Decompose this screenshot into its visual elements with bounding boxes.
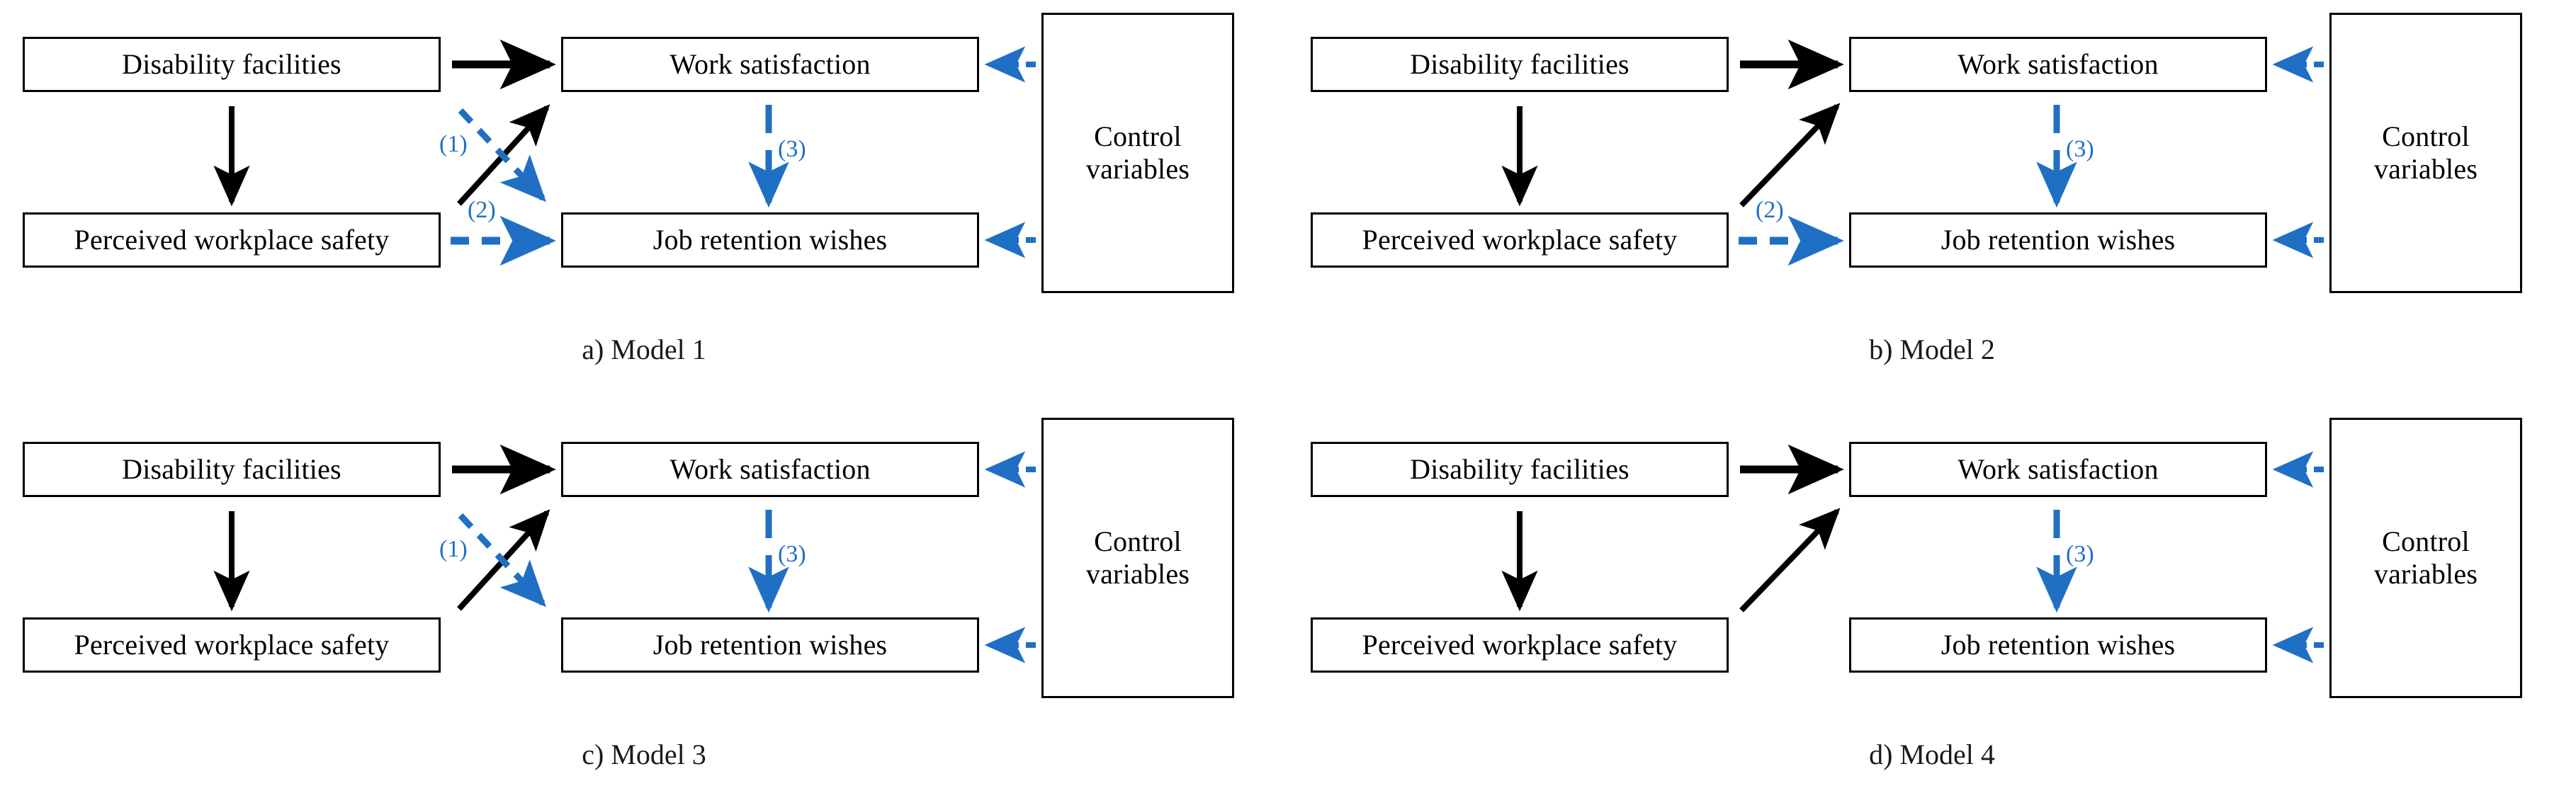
edge-pws-to-ws (1739, 103, 1841, 207)
panel-model-3: Disability facilities Work satisfaction … (0, 405, 1288, 810)
path-label-3: (3) (778, 541, 806, 567)
node-disability-facilities: Disability facilities (23, 442, 441, 497)
path-label-2: (2) (1756, 197, 1784, 223)
panel-caption-a: a) Model 1 (582, 333, 706, 365)
panel-caption-b: b) Model 2 (1869, 333, 1995, 365)
panel-model-4: Disability facilities Work satisfaction … (1288, 405, 2576, 810)
diagram-stage-d: Disability facilities Work satisfaction … (1288, 405, 2576, 810)
node-perceived-workplace-safety: Perceived workplace safety (1311, 212, 1729, 268)
edge-pws-to-ws (1739, 508, 1841, 612)
node-work-satisfaction: Work satisfaction (561, 442, 979, 497)
node-label: Job retention wishes (1941, 629, 2176, 661)
node-label-line2: variables (2373, 153, 2478, 185)
panel-caption-c: c) Model 3 (582, 738, 706, 770)
path-label-1: (1) (439, 536, 468, 562)
path-label-3: (3) (2066, 136, 2094, 162)
diagram-stage-a: Disability facilities Work satisfaction … (0, 0, 1288, 405)
node-label-line2: variables (2373, 558, 2478, 590)
edge-df-to-jrw (458, 513, 546, 608)
node-label-line2: variables (1085, 558, 1190, 590)
node-disability-facilities: Disability facilities (1311, 37, 1729, 92)
node-perceived-workplace-safety: Perceived workplace safety (23, 212, 441, 268)
node-label-line1: Control (2382, 525, 2470, 557)
node-label: Perceived workplace safety (74, 224, 390, 256)
node-label: Work satisfaction (670, 453, 871, 485)
path-label-1: (1) (439, 131, 468, 157)
arrow-layer-c (213, 444, 1036, 663)
node-label: Work satisfaction (1958, 48, 2159, 80)
arrow-layer-b (1501, 39, 2324, 266)
node-label-line2: variables (1085, 153, 1190, 185)
path-label-2: (2) (468, 197, 496, 223)
node-control-variables: Control variables (1041, 418, 1234, 698)
node-job-retention-wishes: Job retention wishes (1849, 212, 2267, 268)
path-label-3: (3) (2066, 541, 2094, 567)
node-label: Perceived workplace safety (74, 629, 390, 661)
node-work-satisfaction: Work satisfaction (561, 37, 979, 92)
node-label: Work satisfaction (1958, 453, 2159, 485)
path-label-3: (3) (778, 136, 806, 162)
diagram-stage-b: Disability facilities Work satisfaction … (1288, 0, 2576, 405)
panel-model-2: Disability facilities Work satisfaction … (1288, 0, 2576, 405)
node-work-satisfaction: Work satisfaction (1849, 442, 2267, 497)
node-disability-facilities: Disability facilities (23, 37, 441, 92)
arrow-layer-d (1501, 444, 2324, 663)
node-label: Work satisfaction (670, 48, 871, 80)
node-perceived-workplace-safety: Perceived workplace safety (1311, 617, 1729, 673)
node-job-retention-wishes: Job retention wishes (1849, 617, 2267, 673)
node-label-line1: Control (2382, 120, 2470, 152)
node-label-line1: Control (1094, 120, 1182, 152)
node-label: Perceived workplace safety (1362, 224, 1678, 256)
diagram-stage-c: Disability facilities Work satisfaction … (0, 405, 1288, 810)
node-control-variables: Control variables (2329, 13, 2522, 293)
panel-model-1: Disability facilities Work satisfaction … (0, 0, 1288, 405)
node-label: Disability facilities (1410, 453, 1629, 485)
panel-caption-d: d) Model 4 (1869, 738, 1995, 770)
node-work-satisfaction: Work satisfaction (1849, 37, 2267, 92)
node-disability-facilities: Disability facilities (1311, 442, 1729, 497)
node-label-line1: Control (1094, 525, 1182, 557)
node-control-variables: Control variables (2329, 418, 2522, 698)
node-label: Disability facilities (122, 453, 341, 485)
node-job-retention-wishes: Job retention wishes (561, 212, 979, 268)
arrow-layer-a (213, 39, 1036, 266)
node-label: Job retention wishes (653, 224, 888, 256)
node-label: Disability facilities (1410, 48, 1629, 80)
node-job-retention-wishes: Job retention wishes (561, 617, 979, 673)
node-perceived-workplace-safety: Perceived workplace safety (23, 617, 441, 673)
node-label: Disability facilities (122, 48, 341, 80)
node-label: Perceived workplace safety (1362, 629, 1678, 661)
node-control-variables: Control variables (1041, 13, 1234, 293)
node-label: Job retention wishes (653, 629, 888, 661)
edge-df-to-jrw (458, 108, 546, 202)
node-label: Job retention wishes (1941, 224, 2176, 256)
